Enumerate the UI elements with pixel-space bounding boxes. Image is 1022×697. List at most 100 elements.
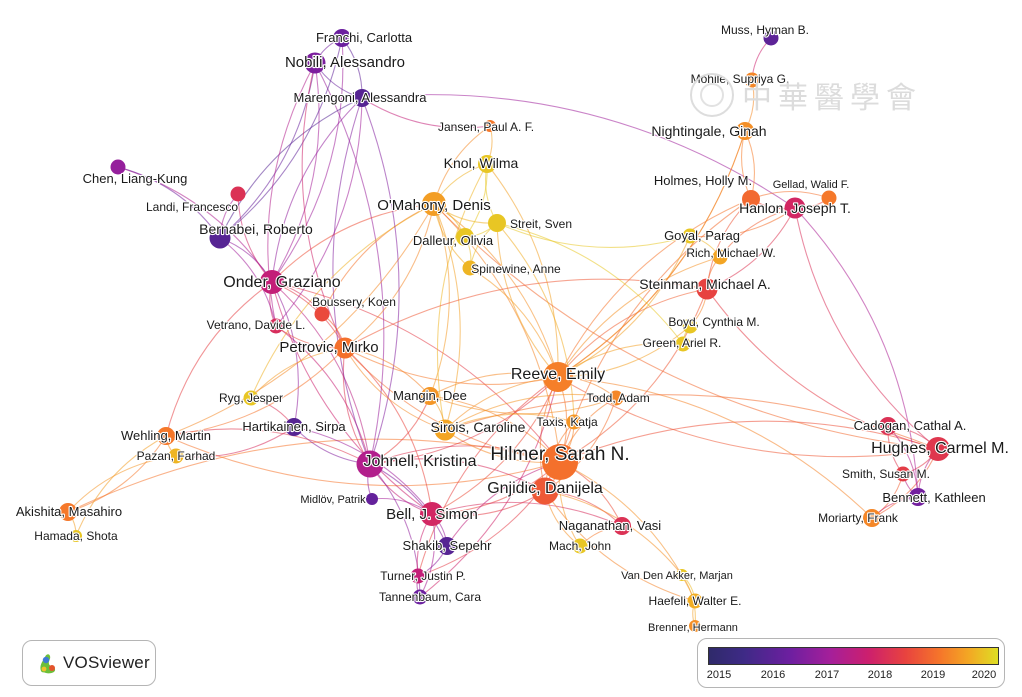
author-label-smith[interactable]: Smith, Susan M. — [841, 466, 931, 482]
author-label-jansen[interactable]: Jansen, Paul A. F. — [437, 119, 535, 135]
author-node-mangin[interactable] — [421, 387, 439, 405]
author-node-hamada[interactable] — [70, 530, 82, 542]
author-label-steinman[interactable]: Steinman, Michael A. — [638, 275, 772, 293]
author-node-marengoni[interactable] — [353, 89, 371, 107]
author-label-taxis[interactable]: Taxis, Katja — [535, 414, 599, 430]
author-node-brenner[interactable] — [689, 620, 701, 632]
author-label-chen[interactable]: Chen, Liang-Kung — [81, 170, 188, 187]
author-node-gnjidic[interactable] — [531, 477, 559, 505]
author-label-green[interactable]: Green, Ariel R. — [642, 335, 723, 351]
author-node-bennett[interactable] — [909, 488, 927, 506]
author-label-rich[interactable]: Rich, Michael W. — [685, 245, 777, 261]
author-node-onder[interactable] — [260, 270, 284, 294]
author-label-midlov[interactable]: Midlöv, Patrik — [299, 493, 367, 507]
author-node-smith[interactable] — [895, 466, 911, 482]
author-node-cadogan[interactable] — [879, 417, 897, 435]
author-node-hilmer[interactable] — [542, 444, 578, 480]
author-label-onder[interactable]: Onder, Graziano — [222, 273, 342, 292]
author-label-knol[interactable]: Knol, Wilma — [443, 154, 520, 172]
author-label-todd[interactable]: Todd, Adam — [585, 390, 651, 406]
author-node-akishita[interactable] — [59, 503, 77, 521]
author-node-muss[interactable] — [763, 30, 779, 46]
author-node-hanlon[interactable] — [784, 197, 806, 219]
author-label-mach[interactable]: Mach, John — [548, 538, 612, 554]
author-label-naganathan[interactable]: Naganathan, Vasi — [558, 517, 663, 534]
author-label-bennett[interactable]: Bennett, Kathleen — [881, 489, 987, 506]
author-node-mohile[interactable] — [744, 72, 760, 88]
author-label-hilmer[interactable]: Hilmer, Sarah N. — [489, 443, 631, 466]
author-node-naganathan[interactable] — [613, 517, 631, 535]
author-node-wehling[interactable] — [157, 427, 175, 445]
author-label-dalleur[interactable]: Dalleur, Olivia — [412, 232, 495, 249]
author-node-bell[interactable] — [420, 502, 444, 526]
author-node-nobili[interactable] — [304, 52, 326, 74]
author-node-hughes[interactable] — [926, 437, 950, 461]
author-node-goyal[interactable] — [682, 228, 698, 244]
author-node-gellad[interactable] — [821, 190, 837, 206]
author-label-vandenakker[interactable]: Van Den Akker, Marjan — [620, 569, 734, 583]
author-label-sirois[interactable]: Sirois, Caroline — [429, 418, 526, 436]
author-node-reeve[interactable] — [543, 362, 573, 392]
author-node-haefeli[interactable] — [687, 593, 703, 609]
author-label-marengoni[interactable]: Marengoni, Alessandra — [292, 89, 428, 106]
author-label-boyd[interactable]: Boyd, Cynthia M. — [667, 314, 761, 330]
author-node-green[interactable] — [675, 336, 691, 352]
author-label-streit[interactable]: Streit, Sven — [509, 216, 573, 232]
author-label-spinewine[interactable]: Spinewine, Anne — [470, 261, 562, 277]
author-node-nightingale[interactable] — [736, 122, 754, 140]
author-node-taxis[interactable] — [566, 414, 582, 430]
author-node-boyd[interactable] — [682, 318, 698, 334]
author-label-tannenbaum[interactable]: Tannenbaum, Cara — [378, 589, 483, 605]
author-label-haefeli[interactable]: Haefeli, Walter E. — [647, 593, 742, 609]
author-label-cadogan[interactable]: Cadogan, Cathal A. — [853, 417, 968, 434]
author-label-moriarty[interactable]: Moriarty, Frank — [817, 510, 900, 526]
author-node-landi[interactable] — [230, 186, 246, 202]
author-node-turner[interactable] — [410, 568, 426, 584]
author-label-mangin[interactable]: Mangin, Dee — [392, 387, 468, 404]
author-node-vandenakker[interactable] — [676, 569, 688, 581]
author-node-shakib[interactable] — [438, 537, 456, 555]
author-node-streit[interactable] — [488, 214, 506, 232]
author-label-petrovic[interactable]: Petrovic, Mirko — [278, 338, 379, 357]
author-label-nobili[interactable]: Nobili, Alessandro — [284, 53, 406, 72]
author-node-dalleur[interactable] — [456, 228, 474, 246]
author-label-shakib[interactable]: Shakib, Sepehr — [401, 537, 493, 554]
author-label-hamada[interactable]: Hamada, Shota — [33, 528, 119, 544]
author-node-franchi[interactable] — [333, 29, 351, 47]
author-label-omahony[interactable]: O'Mahony, Denis — [376, 196, 492, 215]
author-node-petrovic[interactable] — [334, 337, 356, 359]
author-node-pazan[interactable] — [168, 448, 184, 464]
author-node-todd[interactable] — [608, 390, 624, 406]
author-node-jansen[interactable] — [484, 120, 496, 132]
author-label-akishita[interactable]: Akishita, Masahiro — [15, 503, 123, 520]
author-node-midlov[interactable] — [366, 493, 378, 505]
author-label-landi[interactable]: Landi, Francesco — [145, 199, 240, 215]
author-node-steinman[interactable] — [696, 278, 718, 300]
author-label-gnjidic[interactable]: Gnjidic, Danijela — [486, 479, 604, 498]
author-node-hartikainen[interactable] — [285, 418, 303, 436]
author-label-vetrano[interactable]: Vetrano, Davide L. — [206, 317, 307, 333]
author-label-gellad[interactable]: Gellad, Walid F. — [772, 178, 851, 192]
author-label-hartikainen[interactable]: Hartikainen, Sirpa — [241, 418, 347, 435]
author-label-boussery[interactable]: Boussery, Koen — [311, 294, 397, 310]
author-node-mach[interactable] — [572, 538, 588, 554]
author-node-holmes[interactable] — [742, 190, 760, 208]
author-node-moriarty[interactable] — [863, 509, 881, 527]
author-node-bernabei[interactable] — [209, 227, 231, 249]
author-node-ryg[interactable] — [243, 390, 259, 406]
author-label-bernabei[interactable]: Bernabei, Roberto — [198, 220, 314, 238]
author-node-rich[interactable] — [712, 249, 728, 265]
author-label-bell[interactable]: Bell, J. Simon — [385, 505, 479, 524]
author-label-reeve[interactable]: Reeve, Emily — [510, 365, 606, 384]
author-label-muss[interactable]: Muss, Hyman B. — [720, 22, 810, 38]
author-label-franchi[interactable]: Franchi, Carlotta — [315, 29, 414, 46]
author-label-hughes[interactable]: Hughes, Carmel M. — [870, 439, 1010, 458]
vosviewer-logo[interactable]: VOSviewer — [22, 640, 156, 686]
author-node-tannenbaum[interactable] — [412, 589, 428, 605]
author-label-ryg[interactable]: Ryg, Jesper — [218, 390, 284, 406]
author-label-nightingale[interactable]: Nightingale, Ginah — [650, 122, 767, 140]
author-node-knol[interactable] — [478, 155, 496, 173]
author-node-vetrano[interactable] — [268, 318, 284, 334]
author-node-sirois[interactable] — [434, 419, 456, 441]
